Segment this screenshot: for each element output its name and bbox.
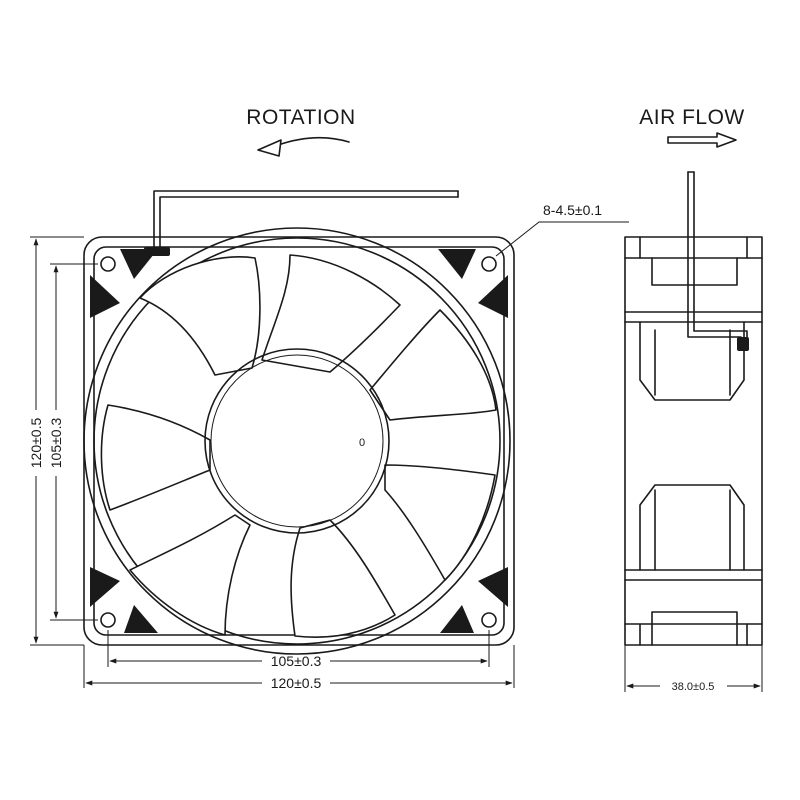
rotation-label: ROTATION: [246, 106, 355, 129]
fan-side-view: [624, 171, 763, 646]
mounting-holes: [100, 256, 497, 628]
fan-blades: [100, 254, 497, 638]
corner-supports: [90, 249, 508, 633]
hub-mark: 0: [359, 437, 365, 449]
hole-spec-leader: [495, 221, 629, 257]
hole-spec-label: 8-4.5±0.1: [543, 202, 602, 218]
dim-outer-height: 120±0.5: [28, 418, 44, 469]
dim-hole-pitch-vertical: 105±0.3: [48, 418, 64, 469]
fan-hub: [204, 348, 390, 534]
side-dimensions: [624, 645, 763, 692]
lead-wire: [144, 190, 459, 256]
air-flow-arrow-icon: [667, 132, 737, 148]
dim-outer-width: 120±0.5: [271, 675, 322, 691]
front-dimensions: [30, 236, 515, 688]
fan-front-view: 0 8-4.5±0.1: [83, 190, 629, 655]
dim-hole-pitch-horizontal: 105±0.3: [271, 653, 322, 669]
air-flow-label: AIR FLOW: [639, 106, 745, 129]
rotation-arrow-icon: [257, 136, 350, 157]
dim-depth: 38.0±0.5: [672, 681, 715, 693]
